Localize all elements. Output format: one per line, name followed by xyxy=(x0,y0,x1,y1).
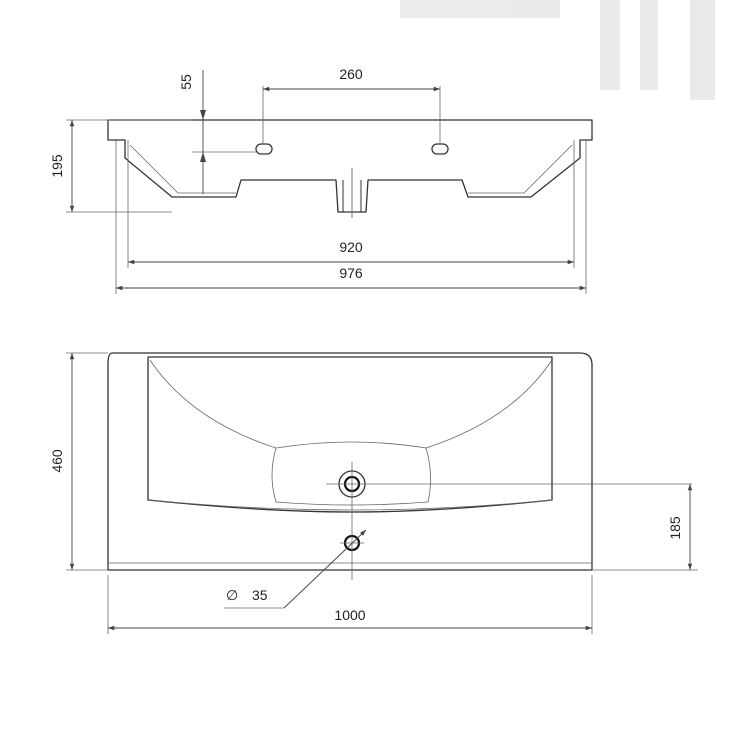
dim-185-label: 185 xyxy=(667,516,683,540)
diameter-symbol: ∅ xyxy=(226,587,238,603)
front-view-bowl-line xyxy=(129,144,573,194)
dim-55-arrow-bottom xyxy=(200,152,206,162)
dim-1000-label: 1000 xyxy=(334,607,365,623)
dim-260-label: 260 xyxy=(339,66,363,82)
top-view-bowl-curve-left xyxy=(149,359,277,449)
dim-55-arrow-top xyxy=(200,110,206,120)
top-view-bowl-rim xyxy=(147,356,553,513)
dim-976-label: 976 xyxy=(339,265,363,281)
top-view: ∅ 35 460 185 1000 xyxy=(49,352,698,634)
drain-recess xyxy=(271,441,431,506)
diameter-leader xyxy=(283,529,367,609)
top-view-outer-outline xyxy=(107,352,593,571)
dim-35-label: 35 xyxy=(252,587,268,603)
bowl-front-curve xyxy=(149,499,553,511)
dim-460-label: 460 xyxy=(49,449,65,473)
dim-55-label: 55 xyxy=(178,74,194,90)
dim-195-label: 195 xyxy=(49,154,65,178)
top-view-bowl-curve-right xyxy=(425,359,553,449)
tap-hole-right xyxy=(431,143,449,155)
front-view: 260 55 195 920 976 xyxy=(49,66,593,294)
background-watermark xyxy=(400,0,715,100)
dim-920-label: 920 xyxy=(339,239,363,255)
front-view-basin-outline xyxy=(107,119,593,213)
tap-hole-left xyxy=(255,143,273,155)
